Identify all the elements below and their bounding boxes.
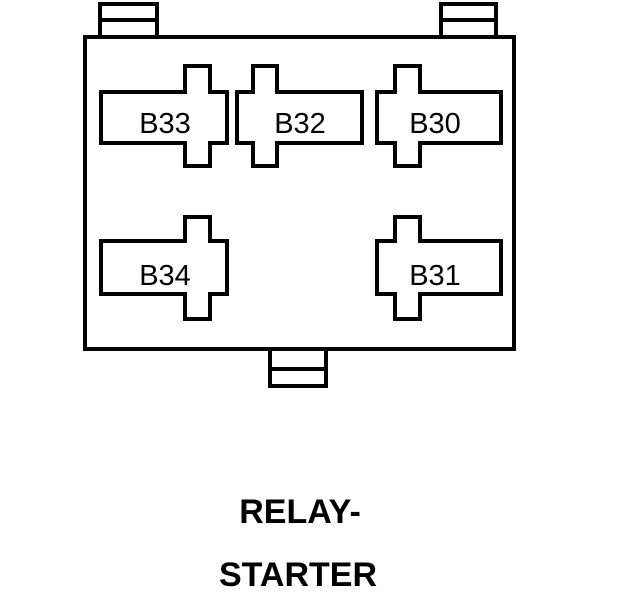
top-left-latch <box>98 2 159 39</box>
pin-cavity-b31 <box>375 215 503 321</box>
top-right-latch <box>439 2 498 39</box>
bottom-latch <box>268 347 328 388</box>
pin-cavity-b32 <box>235 64 364 168</box>
caption-line-1: RELAY- <box>239 493 361 531</box>
connector-body <box>83 35 516 351</box>
caption-line-2: STARTER <box>218 556 378 594</box>
pin-label-b33: B33 <box>139 108 191 140</box>
pin-cavity-b30 <box>375 64 503 168</box>
pin-cavity-b34 <box>99 215 229 321</box>
pin-label-b34: B34 <box>139 260 191 292</box>
pin-label-b30: B30 <box>409 108 461 140</box>
pin-label-b31: B31 <box>409 260 461 292</box>
pin-cavity-b33 <box>99 64 229 168</box>
pin-label-b32: B32 <box>274 108 326 140</box>
